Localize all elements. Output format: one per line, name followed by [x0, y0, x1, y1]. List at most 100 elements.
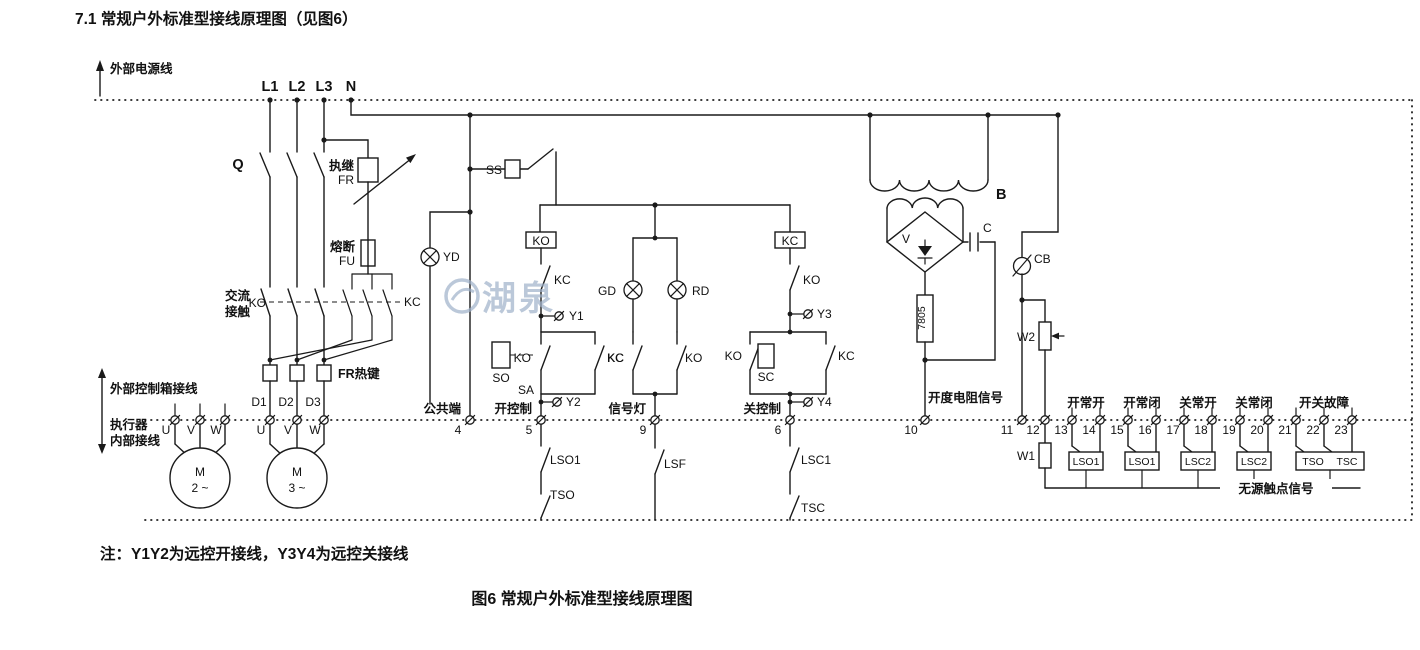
motor2-v-label: V: [187, 423, 195, 437]
y1-terminal-label: Y1: [569, 309, 584, 323]
so-button-label: SO: [492, 371, 509, 385]
figure-caption: 图6 常规户外标准型接线原理图: [471, 589, 692, 608]
close-control-chain: [749, 204, 836, 521]
signal-lamp-terminal-label: 信号灯: [608, 401, 646, 416]
motor2-m-label: M: [195, 465, 205, 479]
tsc-box-label: TSC: [1337, 456, 1358, 468]
ss-switch: [469, 148, 791, 208]
common-terminal-label: 公共端: [423, 401, 461, 416]
y3-terminal-label: Y3: [817, 307, 832, 321]
cb-w2-branch: [1012, 112, 1065, 489]
terminal-19: 19: [1222, 423, 1236, 437]
terminal-15: 15: [1110, 423, 1124, 437]
motor2-w-label: W: [210, 423, 222, 437]
sc-button-label: SC: [758, 370, 775, 384]
transformer-b: [869, 114, 989, 243]
y4-terminal-label: Y4: [817, 395, 832, 409]
rectifier-v-label: V: [902, 232, 910, 246]
terminal-11: 11: [1001, 423, 1014, 437]
watermark: 湖泉: [444, 278, 556, 318]
external-power-label: 外部电源线: [109, 61, 173, 76]
terminal-16: 16: [1138, 423, 1152, 437]
fr-fu-branch: [321, 137, 416, 275]
kc-hold-contact-label: KC: [838, 349, 855, 363]
yd-lamp-label: YD: [443, 250, 460, 264]
relay-cn-label: 执继: [329, 158, 355, 173]
kc-interlock-contact-label: KC: [607, 351, 624, 365]
d2-label: D2: [278, 395, 294, 409]
motor3-v-label: V: [284, 423, 292, 437]
open-nc-label: 开常闭: [1123, 395, 1161, 410]
ko-lamp-contact-label: KO: [685, 351, 702, 365]
cb-label: CB: [1034, 252, 1051, 266]
terminal-5: 5: [526, 423, 533, 437]
terminal-21: 21: [1278, 423, 1292, 437]
motor3-u-label: U: [257, 423, 266, 437]
tso-box-label: TSO: [1302, 456, 1324, 468]
kc-contact-label: KC: [554, 273, 571, 287]
regulator-7805-label: 7805: [916, 306, 928, 330]
phase-l1-label: L1: [262, 79, 279, 95]
regulator-7805: [916, 232, 996, 417]
ko-box-label: KO: [532, 234, 549, 248]
watermark-logo: [444, 278, 480, 314]
phase-wires: [259, 97, 1059, 288]
terminal-14: 14: [1082, 423, 1096, 437]
terminal-12: 12: [1026, 423, 1040, 437]
transformer-b-label: B: [996, 187, 1006, 203]
terminal-17: 17: [1166, 423, 1180, 437]
note-text: 注：Y1Y2为远控开接线，Y3Y4为远控关接线: [100, 544, 409, 563]
terminal-23: 23: [1334, 423, 1348, 437]
switch-fault-label: 开关故障: [1299, 395, 1350, 410]
phase-l3-label: L3: [316, 79, 333, 95]
gd-lamp-label: GD: [598, 284, 616, 298]
lsc1-contact-label: LSC1: [801, 453, 831, 467]
d3-label: D3: [305, 395, 321, 409]
fuse-cn-label: 熔断: [330, 239, 356, 254]
contactor-ko-label: KO: [249, 296, 266, 310]
fuse-fu-label: FU: [339, 254, 355, 268]
lso1-box-label: LSO1: [1073, 456, 1100, 468]
ss-label: SS: [486, 163, 502, 177]
passive-contact-wiring: [1044, 407, 1365, 497]
motor2-number: 2 ~: [191, 481, 208, 495]
page-title: 7.1 常规户外标准型接线原理图（见图6）: [75, 9, 357, 28]
boundary-dotted-lines: [94, 99, 1413, 521]
close-nc-label: 关常闭: [1235, 395, 1273, 410]
motor2-u-label: U: [162, 423, 171, 437]
lso1-contact-label: LSO1: [550, 453, 581, 467]
sa-button-label: SA: [518, 383, 534, 397]
ko-interlock-label: KO: [725, 349, 742, 363]
ko-contact-label: KO: [803, 273, 820, 287]
external-box-wiring-label: 外部控制箱接线: [109, 381, 198, 396]
kc-lamp-contact-label: KC: [607, 351, 624, 365]
contactor-kc-label: KC: [404, 295, 421, 309]
terminal-10: 10: [904, 423, 918, 437]
close-no-label: 关常开: [1179, 395, 1217, 410]
phase-l2-label: L2: [289, 79, 306, 95]
rectifier-v: [885, 211, 965, 273]
terminal-numbers: 4 5 9 6 10 11 12 13 14 15 16 17 18 19 20…: [455, 423, 1348, 437]
terminal-18: 18: [1194, 423, 1208, 437]
lsc2-box-label: LSC2: [1185, 456, 1211, 468]
external-power-arrow: [96, 60, 104, 97]
relay-fr-label: FR: [338, 173, 354, 187]
watermark-logo-swoosh: [450, 287, 475, 301]
motor-2: [169, 403, 231, 509]
signal-lamp-chain: [623, 204, 687, 521]
actuator-label-2: 内部接线: [110, 433, 161, 448]
close-ctrl-terminal-label: 关控制: [743, 401, 781, 416]
terminal-6: 6: [775, 423, 782, 437]
motor3-w-label: W: [309, 423, 321, 437]
terminal-4: 4: [455, 423, 462, 437]
contactor-ko-kc: [260, 273, 400, 366]
lso1-box-label-2: LSO1: [1129, 456, 1156, 468]
y2-terminal-label: Y2: [566, 395, 581, 409]
watermark-text: 湖泉: [482, 280, 556, 318]
contactor-cn-label-1: 交流: [225, 288, 251, 303]
breaker-q-label: Q: [232, 157, 243, 173]
wiring-divider-arrow: [98, 368, 106, 454]
open-ctrl-terminal-label: 开控制: [494, 401, 532, 416]
fr-thermal-elements: [262, 364, 332, 417]
